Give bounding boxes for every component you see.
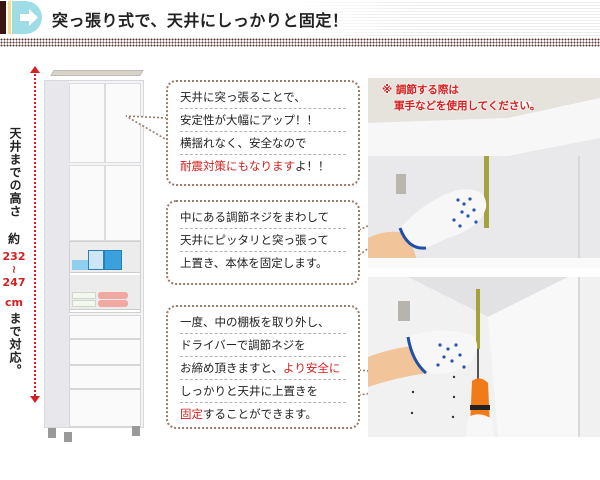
page-title: 突っ張り式で、天井にしっかりと固定！ — [52, 11, 349, 30]
callout-highlight: 固定 — [180, 407, 203, 421]
arrow-up-icon — [30, 66, 40, 73]
header-fade — [0, 0, 420, 36]
height-label-suffix: まで対応。 — [8, 312, 22, 377]
height-label-approx: 約 — [7, 232, 20, 246]
callout-line: 中にある調節ネジをまわして — [180, 206, 346, 229]
callout-line: ドライバーで調節ネジを — [180, 334, 346, 357]
cabinet-body — [44, 80, 144, 428]
item-white-box — [72, 300, 96, 307]
section-header — [0, 0, 600, 36]
dotted-divider — [0, 38, 600, 47]
drawer — [69, 339, 141, 365]
callout-line: 耐震対策にもなりますよ！！ — [180, 155, 346, 178]
caution-note-line2: 軍手などを使用してください。 — [394, 100, 541, 112]
callout-line: 一度、中の棚板を取り外し、 — [180, 311, 346, 334]
photo-screwdriver — [368, 277, 600, 437]
drawer — [69, 389, 141, 427]
middle-door-right — [105, 165, 141, 241]
cabinet-leg — [64, 432, 72, 442]
callout-line: 上置き、本体を固定します。 — [180, 256, 328, 270]
callout-text: することができます。 — [203, 407, 317, 421]
cabinet-top-unit — [50, 70, 144, 76]
callout-highlight: 耐震対策にもなります — [180, 159, 295, 173]
header-accent-bar-dark — [0, 1, 6, 34]
arrow-down-icon — [30, 396, 40, 403]
callout-line-highlight: 天井にピッタリと突っ張って — [180, 229, 346, 252]
callout-screwdriver: 一度、中の棚板を取り外し、 ドライバーで調節ネジを お締め頂きますと、より安全に… — [166, 305, 360, 429]
upper-door-right — [105, 83, 141, 163]
height-unit: cm — [5, 296, 23, 309]
callout-adjust-screw: 中にある調節ネジをまわして 天井にピッタリと突っ張って 上置き、本体を固定します… — [166, 200, 360, 285]
callout-text: よ！！ — [295, 159, 330, 173]
header-accent-bar-yellow — [8, 1, 11, 34]
arrow-right-icon — [20, 9, 38, 26]
height-label-prefix: 天井までの高さ — [8, 127, 22, 218]
callout-line: 固定することができます。 — [180, 403, 346, 426]
item-towel — [98, 292, 128, 299]
item-tissue-box — [104, 250, 122, 270]
cabinet-leg — [132, 426, 140, 436]
shelf-board — [70, 309, 140, 312]
upper-door-left — [69, 83, 105, 163]
callout-line-highlight: しっかりと天井に上置きを — [180, 380, 346, 403]
callout-line-highlight: 安定性が大幅にアップ！！ — [180, 109, 346, 132]
height-min: 232 — [2, 250, 26, 263]
callout-text: お締め頂きますと、 — [180, 361, 284, 375]
caution-note: ※ 調節する際は 軍手などを使用してください。 — [382, 82, 540, 114]
item-white-box — [72, 292, 96, 299]
callout-stability: 天井に突っ張ることで、 安定性が大幅にアップ！！ 横揺れなく、安全なので 耐震対… — [166, 80, 360, 186]
callout-highlight: より安全に — [283, 361, 341, 375]
cabinet-illustration — [44, 70, 154, 442]
callout-line: 横揺れなく、安全なので — [180, 132, 346, 155]
item-towel — [98, 300, 128, 307]
item-tissue-box — [88, 250, 104, 270]
drawer — [69, 315, 141, 339]
photo-adjust-by-hand — [368, 78, 600, 268]
caution-note-line1: ※ 調節する際は — [382, 84, 459, 96]
shelf-board — [70, 272, 140, 275]
callout-line: お締め頂きますと、より安全に — [180, 357, 346, 380]
middle-door-left — [69, 165, 105, 241]
callout-line: 天井に突っ張ることで、 — [180, 86, 346, 109]
cabinet-side-panel — [45, 81, 69, 427]
open-shelf — [69, 241, 141, 313]
photo-screwdriver-image — [368, 277, 600, 437]
height-dimension-line — [34, 70, 36, 400]
cabinet-leg — [48, 428, 56, 438]
height-max: 247 — [2, 276, 26, 289]
drawer — [69, 365, 141, 389]
item-blue-pack — [72, 260, 88, 270]
photo-hand-adjusting-image — [368, 78, 600, 268]
